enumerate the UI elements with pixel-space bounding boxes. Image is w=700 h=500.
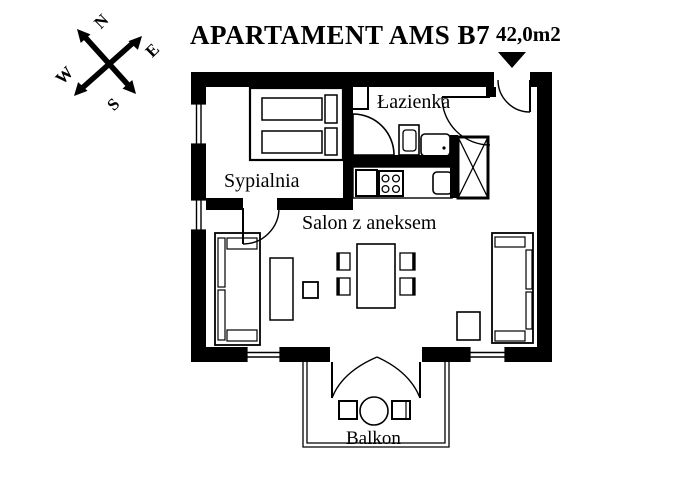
walls — [191, 72, 552, 362]
double-bed — [248, 86, 345, 162]
room-labels: Łazienka Sypialnia Salon z aneksem Balko… — [224, 91, 450, 449]
wall-bottom-seg3 — [422, 347, 470, 362]
wall-bottom-seg1 — [191, 347, 247, 362]
entrance-marker-icon — [498, 52, 526, 68]
dining-chair — [399, 277, 416, 296]
bedroom-door — [242, 207, 280, 245]
compass-arrowhead-nw — [77, 29, 91, 43]
dining-chair — [336, 277, 351, 296]
window-bedroom-left — [191, 103, 206, 145]
kitchen-sink — [432, 171, 453, 195]
window-living-left — [191, 199, 206, 231]
window-living-bottom-right — [469, 347, 506, 362]
bathroom-fixtures — [350, 84, 451, 157]
wall-bedroom-bathroom — [343, 87, 353, 210]
wall-bathroom-right — [450, 135, 458, 198]
wall-bottom-seg4 — [505, 347, 552, 362]
bathroom-label: Łazienka — [377, 91, 450, 113]
wall-left-seg1 — [191, 87, 206, 104]
balcony-table — [359, 396, 389, 426]
compass-label-east: E — [142, 40, 163, 61]
balcony-railing-outer — [302, 362, 450, 448]
wall-top-right — [530, 72, 552, 87]
compass-arrowhead-ne — [128, 36, 142, 50]
wall-right — [537, 87, 552, 347]
wardrobe-shaft — [456, 135, 490, 200]
tv-cabinet — [269, 257, 294, 321]
compass-axis-ne-sw — [78, 39, 136, 93]
compass-rose: N E S W — [52, 10, 163, 115]
windows — [191, 103, 506, 362]
living-room-label: Salon z aneksem — [302, 212, 437, 234]
bedroom-furniture — [248, 86, 345, 162]
area-value: 42,0m2 — [496, 22, 561, 46]
bed-mattress-bottom — [261, 130, 323, 154]
bed-pillow-bottom — [324, 127, 338, 156]
dining-table — [356, 243, 396, 309]
bathroom-sink — [350, 84, 369, 110]
compass-axis-nw-se — [81, 34, 133, 89]
sofa-left — [214, 232, 261, 346]
balcony-chair-left — [338, 400, 358, 420]
entrance-door — [497, 79, 531, 113]
sofa-right — [491, 232, 534, 344]
page-title: APARTAMENT AMS B7 — [190, 20, 490, 50]
balcony — [302, 362, 450, 448]
balcony-door-right — [376, 356, 421, 399]
compass-arrowhead-se — [122, 80, 136, 94]
bedroom-label: Sypialnia — [224, 170, 300, 192]
balcony-railing-inner — [306, 362, 446, 444]
window-living-bottom-left — [246, 347, 281, 362]
bed-mattress-top — [261, 97, 323, 121]
wall-bottom-seg2 — [280, 347, 330, 362]
side-table-small — [302, 281, 319, 299]
washing-machine — [420, 133, 451, 157]
kitchen-sink-cabinet — [355, 169, 378, 197]
wall-bedroom-bottom-a — [206, 198, 243, 210]
dining-chair — [336, 252, 351, 271]
wall-top-left — [191, 72, 494, 87]
wall-bedroom-bottom-b — [277, 198, 343, 210]
compass-label-south: S — [103, 94, 123, 114]
header: APARTAMENT AMS B7 42,0m2 — [190, 20, 561, 68]
living-room-furniture — [214, 232, 534, 346]
toilet — [398, 124, 420, 156]
balcony-chair-right — [391, 400, 411, 420]
side-table-right — [456, 311, 481, 341]
wardrobe-cross-line-2 — [457, 136, 489, 199]
balcony-label: Balkon — [346, 428, 401, 449]
compass-label-west: W — [52, 63, 77, 88]
bed-pillow-top — [324, 94, 338, 124]
wall-entry-stub — [486, 87, 496, 97]
dining-chair — [399, 252, 416, 271]
wall-bathroom-kitchen — [343, 155, 458, 167]
dining-set — [336, 243, 416, 309]
wall-left-seg2 — [191, 144, 206, 200]
wall-left-seg3 — [191, 230, 206, 347]
compass-label-north: N — [90, 10, 113, 33]
stove — [378, 170, 404, 197]
compass-arrowhead-sw — [74, 82, 88, 96]
bathroom-door — [441, 96, 491, 146]
balcony-door-left — [331, 356, 378, 399]
corner-shower — [352, 113, 395, 156]
kitchen-annex — [352, 166, 453, 199]
